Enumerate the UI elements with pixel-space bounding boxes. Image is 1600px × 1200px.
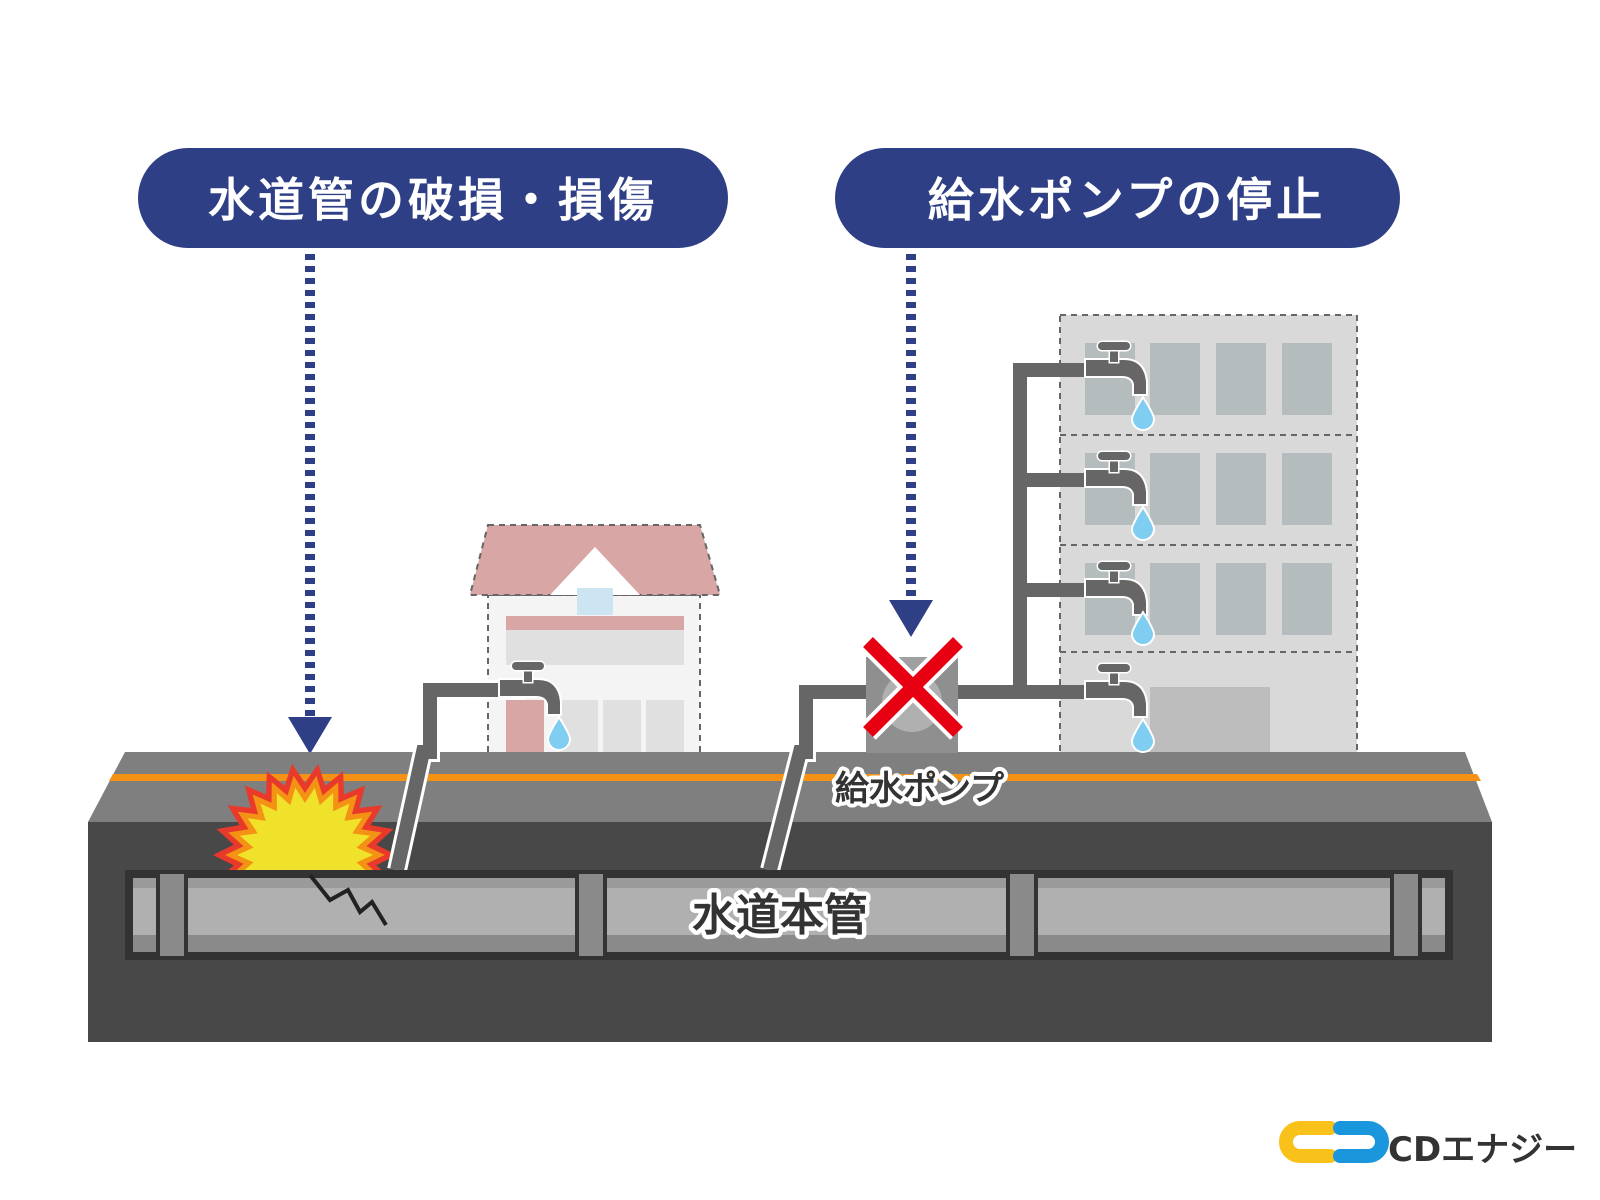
- callout-label: 水道管の破損・損傷: [208, 173, 658, 227]
- apartment-building: [1059, 314, 1358, 754]
- house-window: [577, 588, 613, 615]
- callout-pipe-damage: 水道管の破損・損傷: [138, 148, 728, 248]
- house-door: [506, 700, 544, 752]
- callout-pill: [835, 148, 1400, 248]
- house-service-pipe: [387, 680, 525, 873]
- main-water-pipe: [125, 870, 1453, 960]
- pump-service-pipe: [760, 363, 1100, 873]
- damage-burst-icon: [213, 763, 397, 870]
- building-entrance: [1150, 687, 1270, 753]
- stopped-cross-icon: [860, 634, 966, 740]
- main-pipe-label: 水道本管: [692, 890, 868, 941]
- arrowhead-icon: [288, 717, 332, 754]
- pipe-crack-icon: [308, 873, 388, 927]
- arrow-to-pump: [889, 254, 933, 637]
- callout-pill: [138, 148, 728, 248]
- callout-pump-stop: 給水ポンプの停止: [835, 148, 1400, 248]
- pipe-joint: [575, 870, 607, 960]
- pipe-joint: [156, 870, 188, 960]
- pipe-joint: [1006, 870, 1038, 960]
- house: [468, 524, 722, 754]
- pipe-joint: [1390, 870, 1422, 960]
- arrowhead-icon: [889, 600, 933, 637]
- logo-text: CDエナジー: [1388, 1130, 1577, 1170]
- arrow-to-pipe-damage: [288, 254, 332, 754]
- callout-label: 給水ポンプの停止: [928, 173, 1327, 227]
- pump-label: 給水ポンプ: [835, 769, 1004, 809]
- cd-energy-logo: CDエナジー: [1279, 1121, 1577, 1170]
